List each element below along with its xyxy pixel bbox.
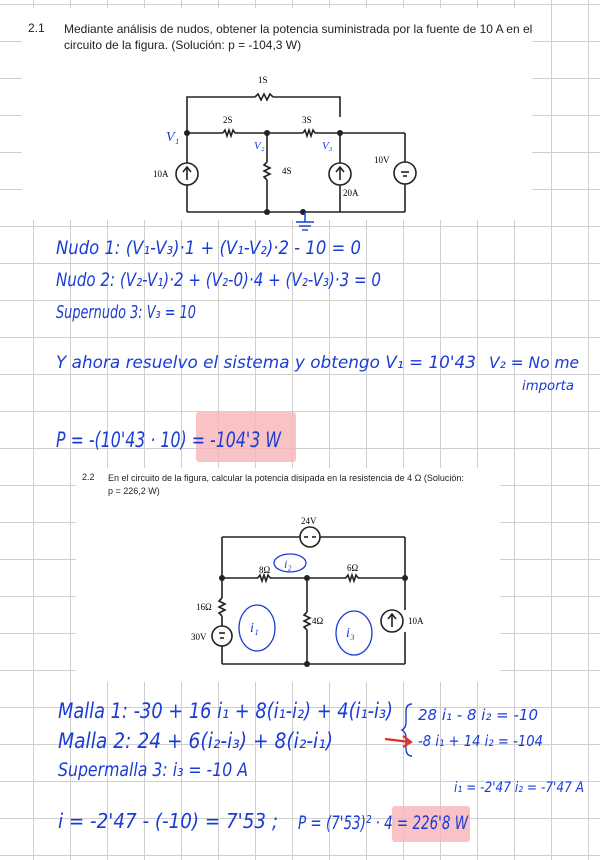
circuit-2-label-10a: 10A [408,616,424,626]
solution-2-red-arrow [384,735,413,748]
circuit-1-node-v1: V₁ [166,130,179,145]
circuit-2-label-6ohm: 6Ω [347,563,359,573]
circuit-2-label-30v: 30V [191,632,207,642]
circuit-2-label-16ohm: 16Ω [196,602,212,612]
solution-1-v2-note-line2: importa [522,379,574,394]
problem-2-number: 2.2 [82,472,95,482]
solution-2-handwriting: Malla 1: -30 + 16 i₁ + 8(i₁-i₂) + 4(i₁-i… [58,699,584,833]
circuit-1-label-1s: 1S [258,75,268,85]
circuit-2-loop-i3: i₃ [346,626,355,641]
solution-2-power: P = (7'53)² · 4 = 226'8 W [298,812,469,834]
circuit-1-node-v2: V₂ [254,140,265,152]
solution-2-eq3: Supermalla 3: i₃ = -10 A [58,759,248,781]
problem-2-text-line2: p = 226,2 W) [108,486,160,496]
problem-1-text-line2: circuito de la figura. (Solución: p = -1… [64,38,302,52]
circuit-1-label-2s: 2S [223,115,233,125]
solution-1-power-line: P = -(10'43 · 10) = -104'3 W [56,428,282,452]
problem-1-statement: Mediante análisis de nudos, obtener la p… [64,21,534,53]
circuit-1-label-4s: 4S [282,166,292,176]
circuit-2-label-24v: 24V [301,516,317,526]
solution-1-eq1: Nudo 1: (V₁-V₃)·1 + (V₁-V₂)·2 - 10 = 0 [56,237,361,259]
solution-2-eq2: Malla 2: 24 + 6(i₂-i₃) + 8(i₂-i₁) [58,729,333,753]
solution-1-v2-note-line1: V₂ = No me [489,353,579,372]
circuit-1-label-10a: 10A [153,169,169,179]
circuit-2-loop-i2: i₂ [284,557,292,571]
solution-1-eq2: Nudo 2: (V₂-V₁)·2 + (V₂-0)·4 + (V₂-V₃)·3… [56,269,381,291]
problem-1-number: 2.1 [28,21,45,35]
circuit-1-diagram: 1S 2S 3S 4S 10A 20A 10V V₁ V₂ V₃ [153,75,417,231]
problem-2-statement: En el circuito de la figura, calcular la… [108,472,500,498]
solution-1-handwriting: Nudo 1: (V₁-V₃)·1 + (V₁-V₂)·2 - 10 = 0 N… [56,237,579,394]
circuit-2-label-4ohm: 4Ω [312,616,324,626]
solution-2-answer-highlight [392,806,470,842]
solution-1-answer-highlight [196,412,296,462]
problem-1-text-line1: Mediante análisis de nudos, obtener la p… [64,22,533,36]
circuit-2-label-8ohm: 8Ω [259,565,271,575]
circuit-1-label-10v: 10V [374,155,390,165]
solution-2-current: i = -2'47 - (-10) = 7'53 ; [58,809,278,833]
solution-2-eq1: Malla 1: -30 + 16 i₁ + 8(i₁-i₂) + 4(i₁-i… [58,699,393,723]
circuit-1-label-20a: 20A [343,188,359,198]
circuit-1-node-v3: V₃ [322,140,333,152]
solution-1-eq3: Supernudo 3: V₃ = 10 [56,302,196,323]
circuit-1-label-3s: 3S [302,115,312,125]
problem-1-sheet [22,8,532,220]
circuit-2-diagram: 24V 8Ω 6Ω 16Ω 4Ω 30V 10A i₂ i₁ i₃ [191,516,424,667]
solution-2-power-line: P = (7'53)² · 4 = 226'8 W [298,812,469,834]
solution-2-system-line2: -8 i₁ + 14 i₂ = -104 [418,732,543,750]
circuit-2-loop-i1: i₁ [250,621,259,636]
problem-2-text-line1: En el circuito de la figura, calcular la… [108,473,464,483]
solution-2-system-line1: 28 i₁ - 8 i₂ = -10 [418,706,538,724]
problem-2-sheet [76,468,500,682]
solution-2-loop-currents: i₁ = -2'47 i₂ = -7'47 A [454,780,584,796]
solution-1-solve-text: Y ahora resuelvo el sistema y obtengo V₁… [56,353,476,373]
solution-1-power: P = -(10'43 · 10) = -104'3 W [56,428,282,452]
